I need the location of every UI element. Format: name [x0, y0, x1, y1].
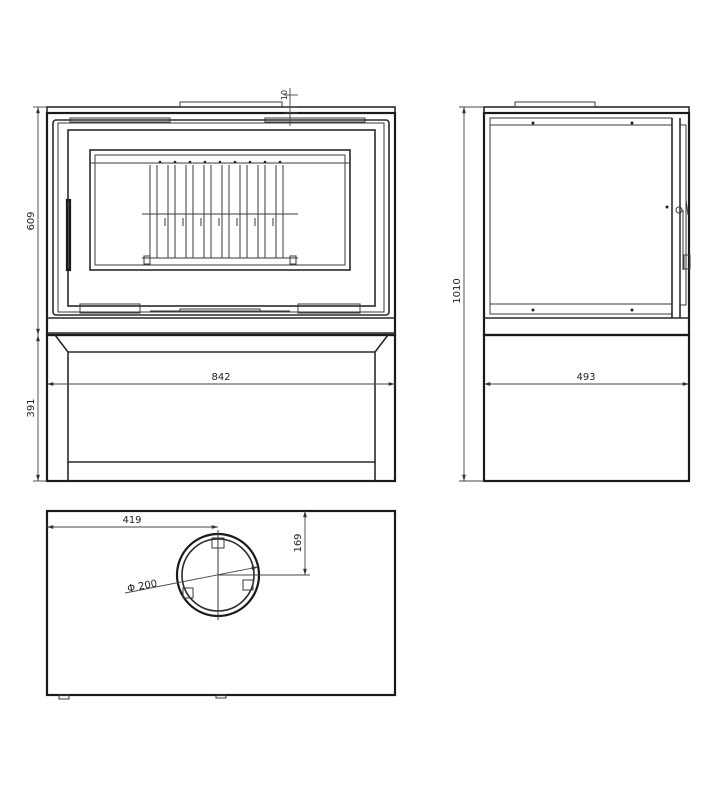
- dimension-diameter: Φ 200: [124, 566, 259, 595]
- dimension-419: 419: [47, 515, 218, 529]
- grate-bars: [142, 165, 298, 265]
- dim-1010-label: 1010: [452, 278, 463, 303]
- dim-391-label: 391: [26, 398, 37, 417]
- side-view: 1010 493: [452, 101, 691, 483]
- front-view: 609 391 842 10: [26, 88, 397, 483]
- dim-419-label: 419: [122, 515, 141, 526]
- dim-609-label: 609: [26, 211, 37, 230]
- dimension-609: 609: [26, 106, 47, 335]
- dimension-169: 169: [218, 510, 310, 576]
- dim-842-label: 842: [211, 372, 230, 383]
- dim-10-label: 10: [280, 90, 289, 100]
- dimension-842: 842: [47, 372, 395, 386]
- dimension-391: 391: [26, 335, 47, 482]
- dim-493-label: 493: [576, 372, 595, 383]
- top-view: 419 169 Φ 200: [45, 509, 397, 700]
- dimension-1010: 1010: [452, 106, 484, 482]
- grate-dots: [158, 160, 282, 226]
- dimension-10: 10: [280, 88, 298, 126]
- dimension-493: 493: [484, 372, 689, 386]
- dim-169-label: 169: [293, 533, 304, 552]
- dim-diameter-label: Φ 200: [126, 578, 158, 595]
